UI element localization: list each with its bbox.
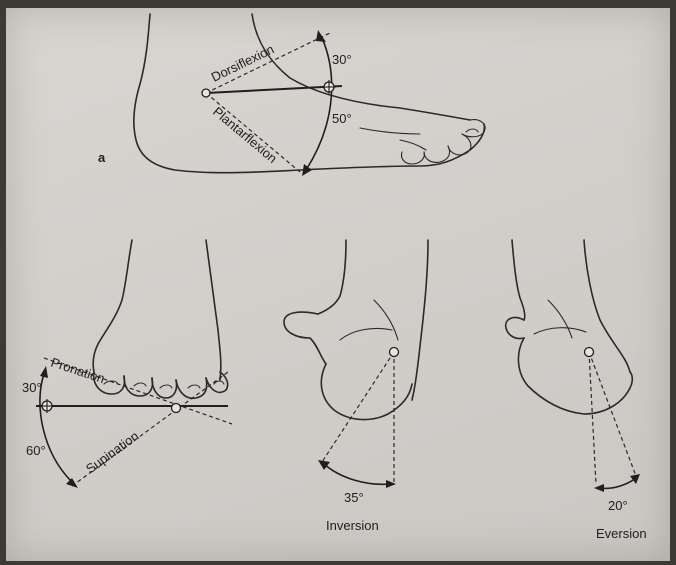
panel-b-leg-left — [93, 240, 132, 372]
panel-d-neutral-line — [589, 352, 596, 484]
panel-c-heel — [321, 364, 412, 420]
plantarflexion-label: Plantarflexion — [210, 104, 280, 166]
panel-d-forefoot — [506, 318, 524, 339]
dorsiflexion-angle: 30° — [332, 52, 352, 67]
panel-c-arrowhead-left — [318, 460, 330, 470]
plantarflexion-angle: 50° — [332, 111, 352, 126]
panel-a-pivot-joint — [202, 89, 210, 97]
panel-d-arrowhead-right — [630, 474, 640, 484]
panel-c-motion-arc — [324, 464, 390, 484]
panel-a-ankle-crease — [360, 128, 420, 134]
panel-d-ankle-crease — [548, 300, 572, 338]
panel-a-motion-arc — [306, 38, 332, 170]
dorsiflexion-label: Dorsiflexion — [209, 41, 277, 84]
panel-a-foot-outline — [134, 14, 484, 173]
panel-c-pivot-joint — [390, 348, 399, 357]
panel-a-arrowhead-up — [316, 30, 326, 42]
panel-c-inversion-line — [322, 352, 394, 462]
inversion-label: Inversion — [326, 518, 379, 533]
panel-a-toe-3 — [424, 146, 450, 162]
panel-b-front-view: Pronation Supination 30° 60° — [22, 240, 232, 488]
panel-b-leg-right — [206, 240, 221, 380]
panel-a-nail — [466, 129, 478, 132]
panel-a-toe-4 — [401, 152, 424, 164]
panel-b-pivot-joint — [172, 404, 181, 413]
pronation-angle: 30° — [22, 380, 42, 395]
panel-a-toe-1 — [462, 120, 485, 137]
panel-b-toe-2 — [124, 376, 153, 396]
panel-b-motion-arc — [40, 374, 72, 482]
panel-d-pivot-joint — [585, 348, 594, 357]
panel-c-leg-left — [318, 240, 346, 314]
panel-c-forefoot — [284, 312, 326, 364]
panel-c-heel-crease — [340, 328, 392, 340]
panel-a-dorsum-outline — [252, 14, 470, 120]
panel-a-toe-crease — [400, 140, 426, 150]
panel-d-heel — [518, 338, 632, 414]
panel-d-heel-crease — [534, 328, 586, 334]
eversion-angle: 20° — [608, 498, 628, 513]
panel-b-nail-4 — [188, 385, 200, 388]
panel-d-eversion-view: 20° Eversion — [506, 240, 647, 541]
supination-angle: 60° — [26, 443, 46, 458]
panel-d-arrowhead-left — [594, 484, 604, 492]
panel-c-inversion-view: 35° Inversion — [284, 240, 428, 533]
panel-b-nail-2 — [134, 383, 146, 386]
panel-a-toe-2 — [448, 134, 471, 155]
panel-b-toe-4 — [176, 378, 207, 398]
panel-b-nail-3 — [160, 385, 172, 388]
supination-label: Supination — [83, 428, 142, 476]
panel-b-arrowhead-up — [40, 366, 48, 378]
panel-a-side-view: a 30° 50° Dorsiflexion Plantarflexion — [98, 14, 485, 176]
inversion-angle: 35° — [344, 490, 364, 505]
pronation-label: Pronation — [49, 355, 107, 386]
panel-d-motion-arc — [600, 478, 636, 488]
panel-b-arrowhead-down — [66, 478, 78, 488]
panel-b-toe-3 — [152, 378, 177, 398]
panel-a-letter: a — [98, 150, 106, 165]
panel-a-arrowhead-down — [302, 164, 312, 176]
eversion-label: Eversion — [596, 526, 647, 541]
panel-c-leg-right — [412, 240, 428, 400]
panel-d-leg-left — [512, 240, 525, 320]
panel-c-ankle-crease — [374, 300, 398, 340]
